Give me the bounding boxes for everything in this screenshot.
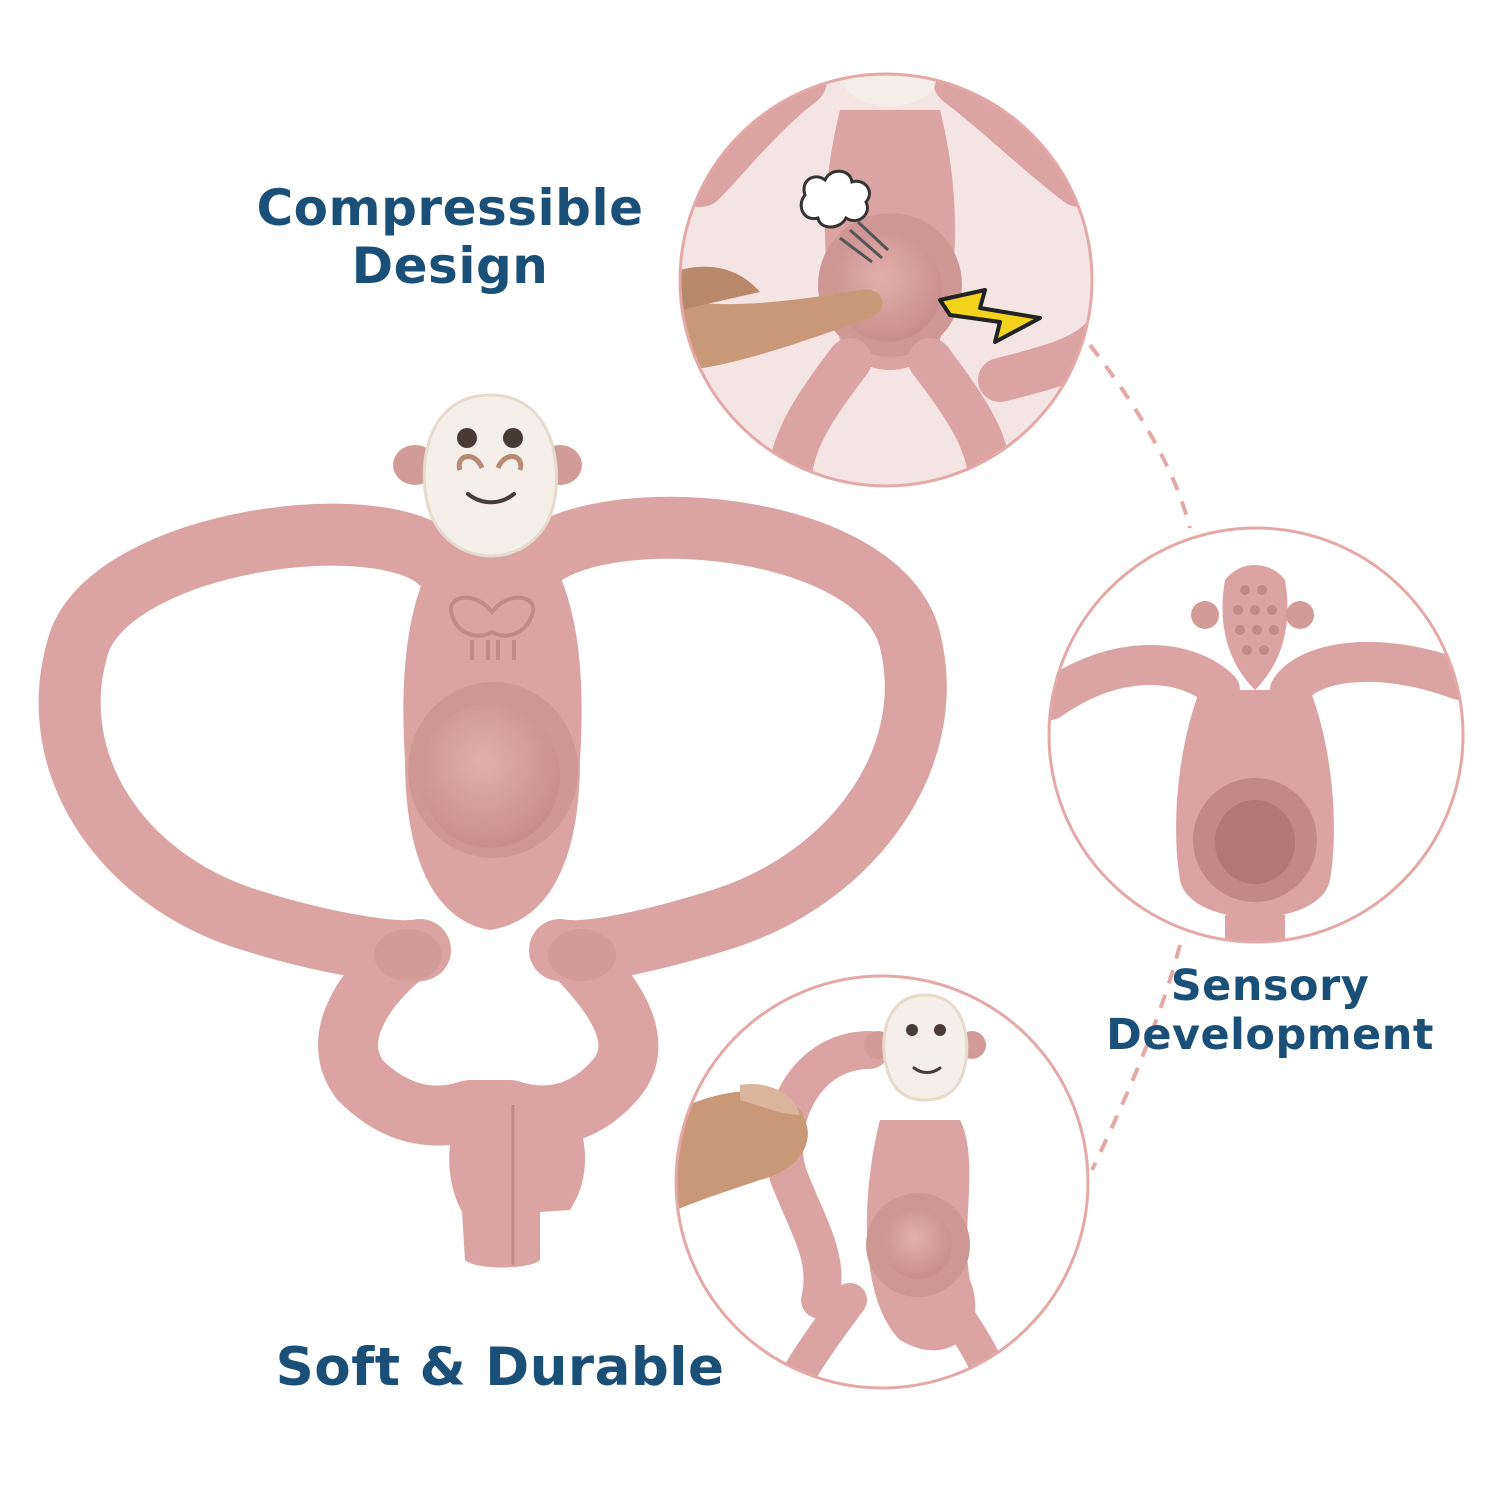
caption-line: Design <box>351 236 549 295</box>
feature-caption-compressible: Compressible Design <box>200 179 700 295</box>
caption-line: Development <box>1106 1010 1434 1061</box>
pop-button <box>420 704 560 848</box>
feature-caption-soft-durable: Soft & Durable <box>240 1337 760 1399</box>
detail-circle-sensory <box>1047 526 1465 944</box>
caption-line: Soft & Durable <box>275 1337 725 1398</box>
feet <box>449 1100 585 1268</box>
finger <box>680 289 883 370</box>
chest-emblem <box>448 595 536 660</box>
caption-line: Compressible <box>256 179 644 237</box>
detail-circle-soft <box>674 974 1090 1390</box>
monkey-face <box>422 393 558 558</box>
thumb <box>676 1091 808 1210</box>
dashed-connector <box>1088 343 1192 1171</box>
right-arm-loop <box>504 496 947 983</box>
caption-line: Sensory <box>1170 961 1370 1011</box>
detail-circle-compressible <box>678 72 1094 488</box>
air-puff-icon <box>799 169 890 264</box>
feature-caption-sensory: Sensory Development <box>1060 961 1480 1061</box>
main-teether-toy <box>38 393 947 1268</box>
lightning-icon <box>938 288 1042 344</box>
left-arm-loop <box>38 503 471 983</box>
